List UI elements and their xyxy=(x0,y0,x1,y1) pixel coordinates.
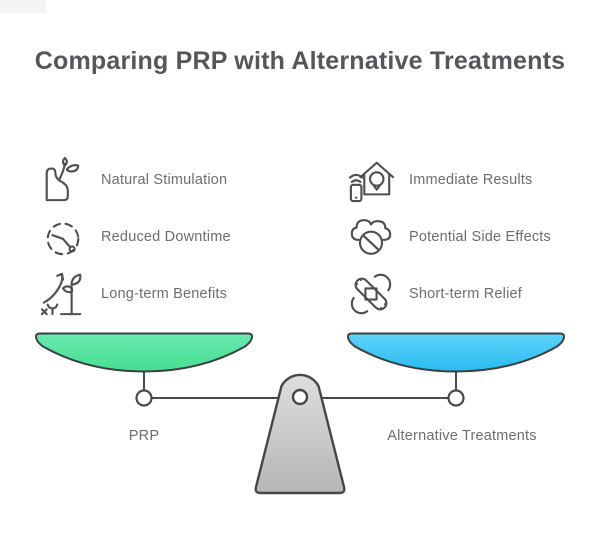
prp-pan xyxy=(34,332,254,373)
left-pivot-circle xyxy=(135,389,153,407)
list-item-label: Short-term Relief xyxy=(409,286,522,302)
alternative-pan xyxy=(346,332,566,373)
fulcrum-pivot-hole xyxy=(291,388,309,406)
list-item: Potential Side Effects xyxy=(348,214,600,260)
page-title: Comparing PRP with Alternative Treatment… xyxy=(34,47,566,75)
corner-artifact xyxy=(0,0,46,13)
alternative-feature-list: Immediate Results Potential Side Effects xyxy=(348,157,600,328)
dashed-clock-icon xyxy=(46,222,80,256)
prp-pan-label: PRP xyxy=(128,428,160,444)
list-item: Short-term Relief xyxy=(348,271,600,317)
list-item-label: Potential Side Effects xyxy=(409,229,551,245)
crossed-bandages-icon xyxy=(350,273,392,315)
right-pivot-circle xyxy=(447,389,465,407)
prp-feature-list: Natural Stimulation Reduced Downtime xyxy=(40,157,310,328)
list-item-label: Long-term Benefits xyxy=(101,286,228,302)
list-item: Immediate Results xyxy=(348,157,600,203)
growth-plant-icon xyxy=(40,272,82,316)
balance-scale xyxy=(34,332,566,495)
list-item: Reduced Downtime xyxy=(40,214,310,260)
list-item-label: Reduced Downtime xyxy=(101,229,231,245)
list-item-label: Natural Stimulation xyxy=(101,172,228,188)
fulcrum xyxy=(254,373,346,495)
list-item-label: Immediate Results xyxy=(409,172,533,188)
cloud-prohibition-icon xyxy=(350,219,392,255)
list-item: Natural Stimulation xyxy=(40,157,310,203)
alternative-pan-label: Alternative Treatments xyxy=(387,428,537,444)
smart-home-icon xyxy=(348,161,394,203)
plant-mound-icon xyxy=(45,157,80,202)
list-item: Long-term Benefits xyxy=(40,271,310,317)
